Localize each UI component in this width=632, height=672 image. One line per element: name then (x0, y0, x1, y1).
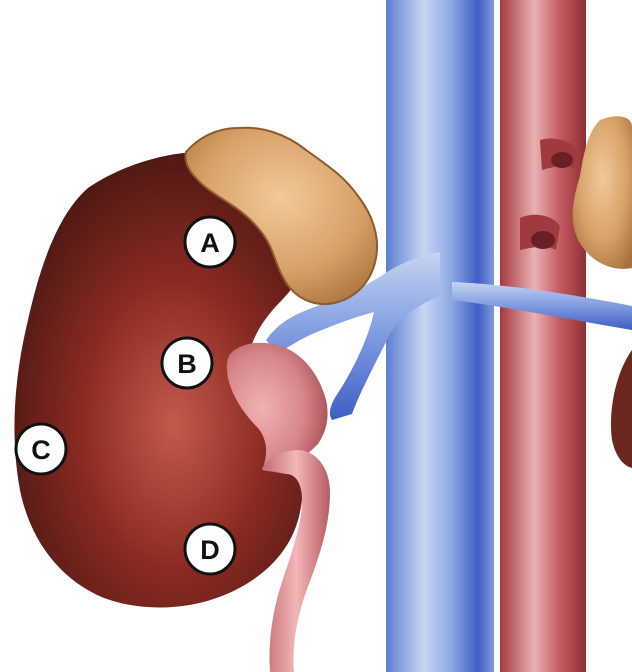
artery-branch-lower-opening (531, 231, 555, 249)
label-text-c: C (31, 435, 51, 465)
aorta (500, 0, 586, 672)
kidney-right-edge (611, 350, 632, 468)
label-marker-b: B (162, 338, 212, 388)
artery-branch-upper-opening (551, 152, 573, 168)
label-text-a: A (200, 228, 220, 258)
label-text-b: B (177, 349, 197, 379)
label-marker-d: D (185, 524, 235, 574)
label-marker-a: A (185, 217, 235, 267)
label-text-d: D (200, 535, 220, 565)
vena-cava (386, 0, 494, 672)
label-marker-c: C (16, 424, 66, 474)
